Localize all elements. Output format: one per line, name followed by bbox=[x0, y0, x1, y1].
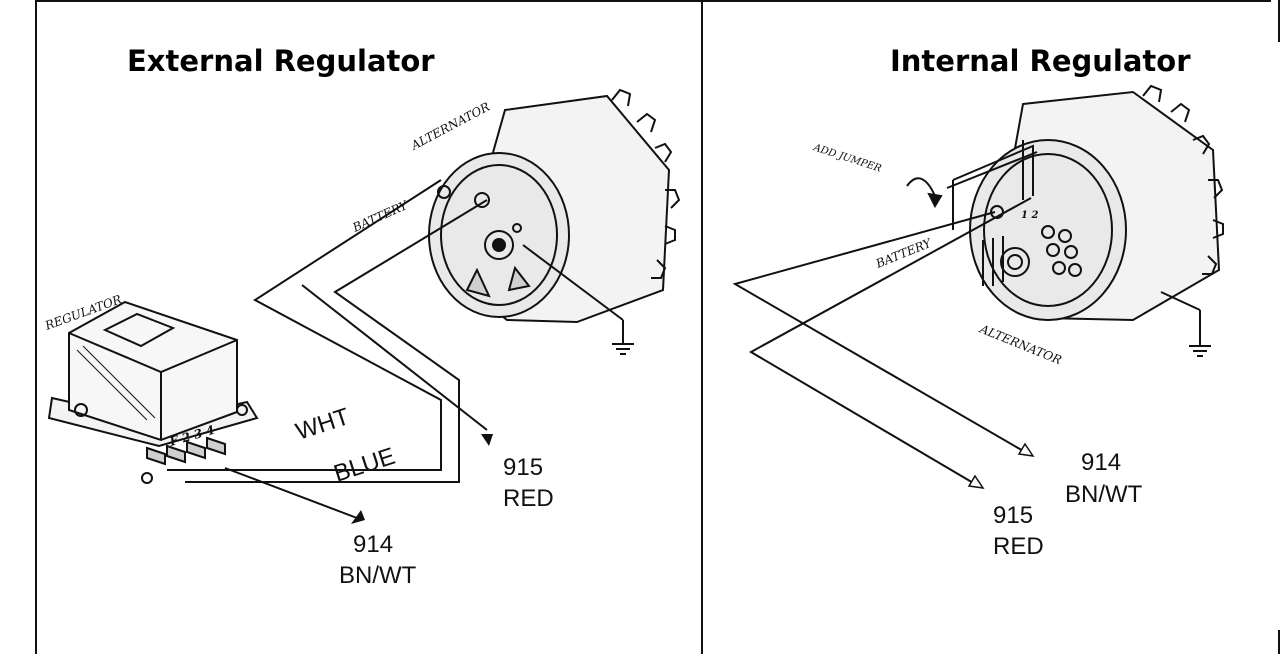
external-regulator-panel: External Regulator bbox=[37, 0, 701, 654]
wire-914-number: 914 bbox=[1081, 449, 1121, 476]
wire-914-number: 914 bbox=[353, 531, 393, 558]
jumper-illustration bbox=[906, 140, 1038, 230]
wiring bbox=[167, 179, 488, 519]
right-edge-mark-top bbox=[1278, 0, 1280, 42]
alternator-terminals-label: 1 2 bbox=[1021, 210, 1038, 221]
external-regulator-diagram: ALTERNATOR BATTERY REGULATOR F 2 3 4 WHT… bbox=[42, 88, 681, 589]
arrow-914 bbox=[1017, 442, 1035, 457]
arrow-914 bbox=[351, 510, 365, 524]
wire-915 bbox=[748, 197, 1032, 485]
internal-regulator-diagram: ADD JUMPER BATTERY ALTERNATOR 1 2 914 BN… bbox=[732, 84, 1224, 560]
arrow-915 bbox=[481, 434, 493, 446]
battery-label: BATTERY bbox=[350, 198, 411, 235]
wiring bbox=[732, 197, 1032, 485]
wire-915-number: 915 bbox=[503, 454, 543, 481]
alternator-illustration bbox=[428, 88, 681, 355]
wire-915-number: 915 bbox=[993, 502, 1033, 529]
blue-label: BLUE bbox=[331, 443, 399, 488]
wht-label: WHT bbox=[293, 403, 354, 446]
external-regulator-title: External Regulator bbox=[127, 44, 435, 78]
wire-914-color: BN/WT bbox=[339, 562, 417, 589]
alternator-label: ALTERNATOR bbox=[408, 100, 492, 154]
wire-914-color: BN/WT bbox=[1065, 481, 1143, 508]
wire-914 bbox=[732, 211, 1026, 453]
wire-915-color: RED bbox=[503, 485, 554, 512]
arrow-915 bbox=[967, 474, 985, 489]
wire-914 bbox=[224, 467, 358, 519]
internal-regulator-panel: Internal Regulator bbox=[703, 0, 1278, 654]
internal-regulator-title: Internal Regulator bbox=[890, 44, 1191, 78]
panel-divider bbox=[701, 0, 703, 654]
alternator-label: ALTERNATOR bbox=[977, 321, 1064, 367]
wire-915-color: RED bbox=[993, 533, 1044, 560]
wht-wire bbox=[167, 179, 442, 471]
battery-label: BATTERY bbox=[873, 236, 934, 272]
regulator-illustration bbox=[47, 300, 259, 484]
red-wire-915 bbox=[301, 284, 488, 431]
right-edge-mark-bottom bbox=[1278, 630, 1280, 654]
blue-wire bbox=[185, 199, 488, 483]
alternator-illustration bbox=[969, 84, 1224, 357]
add-jumper-label: ADD JUMPER bbox=[811, 142, 883, 175]
diagram-frame bbox=[35, 0, 1271, 654]
